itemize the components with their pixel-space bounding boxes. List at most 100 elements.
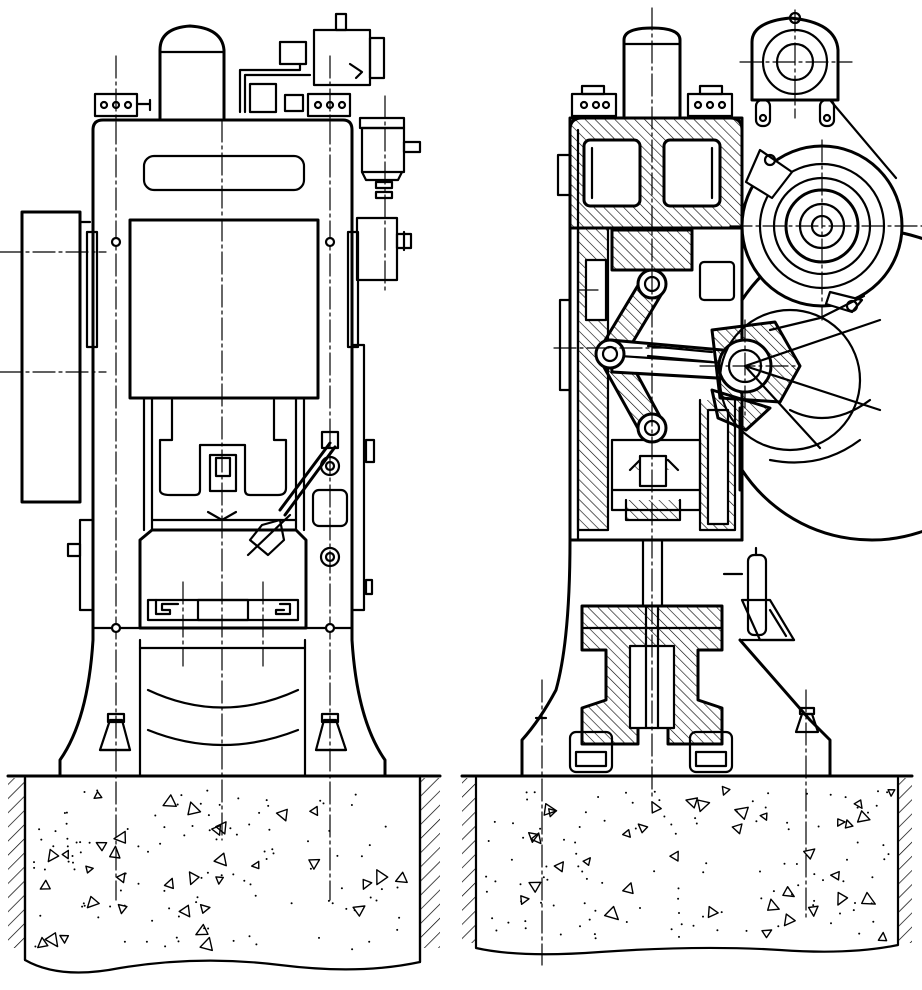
aggregate-dot	[265, 858, 268, 860]
aggregate-dot	[336, 854, 339, 857]
aggregate-dot	[764, 806, 767, 809]
aggregate-dot	[235, 833, 238, 836]
aggregate-dot	[575, 852, 578, 855]
aggregate-stone	[830, 870, 840, 881]
aggregate-dot	[639, 907, 641, 909]
aggregate-stone	[188, 871, 200, 886]
aggregate-stone	[696, 799, 711, 813]
aggregate-stone	[211, 824, 222, 836]
aggregate-dot	[858, 932, 861, 935]
aggregate-dot	[65, 822, 68, 825]
aggregate-dot	[396, 886, 399, 889]
aggregate-dot	[88, 841, 91, 844]
aggregate-dot	[267, 804, 270, 807]
aggregate-dot	[759, 870, 761, 873]
aggregate-dot	[196, 896, 199, 899]
aggregate-dot	[625, 921, 628, 923]
aggregate-dot	[331, 902, 334, 905]
aggregate-dot	[203, 927, 206, 930]
aggregate-dot	[398, 916, 401, 919]
aggregate-dot	[678, 912, 680, 914]
aggregate-stone	[783, 913, 796, 927]
aggregate-dot	[716, 929, 719, 932]
aggregate-dot	[842, 880, 845, 883]
aggregate-dot	[594, 937, 597, 940]
aggregate-dot	[137, 882, 140, 885]
aggregate-stone	[637, 823, 649, 834]
aggregate-dot	[54, 830, 57, 833]
aggregate-dot	[844, 796, 847, 799]
aggregate-dot	[524, 927, 527, 930]
aggregate-dot	[487, 840, 490, 842]
aggregate-dot	[787, 828, 790, 831]
aggregate-stone	[528, 881, 542, 893]
aggregate-dot	[634, 827, 637, 830]
aggregate-dot	[882, 844, 885, 847]
aggregate-dot	[360, 855, 363, 858]
aggregate-dot	[767, 792, 770, 795]
aggregate-dot	[38, 828, 41, 831]
aggregate-dot	[33, 866, 36, 869]
aggregate-stone	[59, 934, 70, 944]
aggregate-dot	[351, 948, 354, 951]
aggregate-stone	[582, 857, 591, 866]
aggregate-dot	[145, 940, 148, 943]
aggregate-dot	[243, 879, 246, 882]
aggregate-dot	[34, 945, 37, 948]
front-foundation	[6, 774, 442, 974]
aggregate-dot	[870, 902, 873, 905]
aggregate-dot	[485, 890, 488, 893]
aggregate-dot	[574, 841, 577, 844]
aggregate-stone	[622, 882, 634, 895]
aggregate-dot	[248, 935, 251, 938]
aggregate-dot	[206, 789, 209, 792]
aggregate-dot	[563, 838, 565, 841]
aggregate-stone	[85, 865, 94, 874]
aggregate-stone	[553, 861, 564, 873]
aggregate-dot	[692, 924, 695, 927]
aggregate-stone	[877, 931, 888, 942]
aggregate-stone	[603, 905, 619, 921]
aggregate-dot	[327, 899, 330, 902]
aggregate-dot	[350, 804, 353, 806]
aggregate-dot	[163, 826, 166, 829]
aggregate-dot	[249, 883, 252, 886]
aggregate-stone	[707, 905, 719, 919]
aggregate-stone	[622, 829, 631, 838]
aggregate-dot	[75, 841, 78, 844]
aggregate-dot	[368, 940, 371, 943]
aggregate-dot	[546, 878, 549, 881]
aggregate-dot	[52, 845, 55, 848]
side-linkage	[594, 268, 802, 444]
aggregate-dot	[852, 909, 855, 912]
aggregate-dot	[583, 902, 586, 905]
aggregate-dot	[71, 855, 74, 857]
aggregate-stone	[61, 849, 69, 860]
aggregate-dot	[229, 827, 232, 830]
aggregate-dot	[585, 877, 588, 880]
aggregate-dot	[720, 911, 723, 914]
aggregate-stone	[195, 923, 209, 936]
aggregate-dot	[271, 848, 274, 851]
aggregate-stone	[837, 818, 846, 827]
aggregate-stone	[109, 845, 121, 859]
aggregate-stone	[685, 797, 699, 809]
aggregate-dot	[176, 803, 179, 806]
aggregate-dot	[109, 905, 112, 908]
aggregate-stone	[761, 929, 773, 939]
aggregate-dot	[380, 888, 383, 891]
aggregate-dot	[520, 900, 523, 903]
front-flywheel-cover	[20, 210, 92, 558]
aggregate-dot	[258, 811, 261, 814]
aggregate-stone	[308, 858, 321, 870]
aggregate-dot	[510, 858, 513, 861]
aggregate-stone	[162, 794, 177, 807]
aggregate-dot	[96, 789, 99, 792]
aggregate-dot	[631, 801, 634, 804]
aggregate-dot	[813, 873, 816, 876]
aggregate-dot	[601, 881, 604, 884]
aggregate-dot	[79, 841, 82, 844]
aggregate-stone	[721, 785, 731, 796]
aggregate-dot	[384, 825, 387, 828]
aggregate-stone	[837, 891, 849, 906]
